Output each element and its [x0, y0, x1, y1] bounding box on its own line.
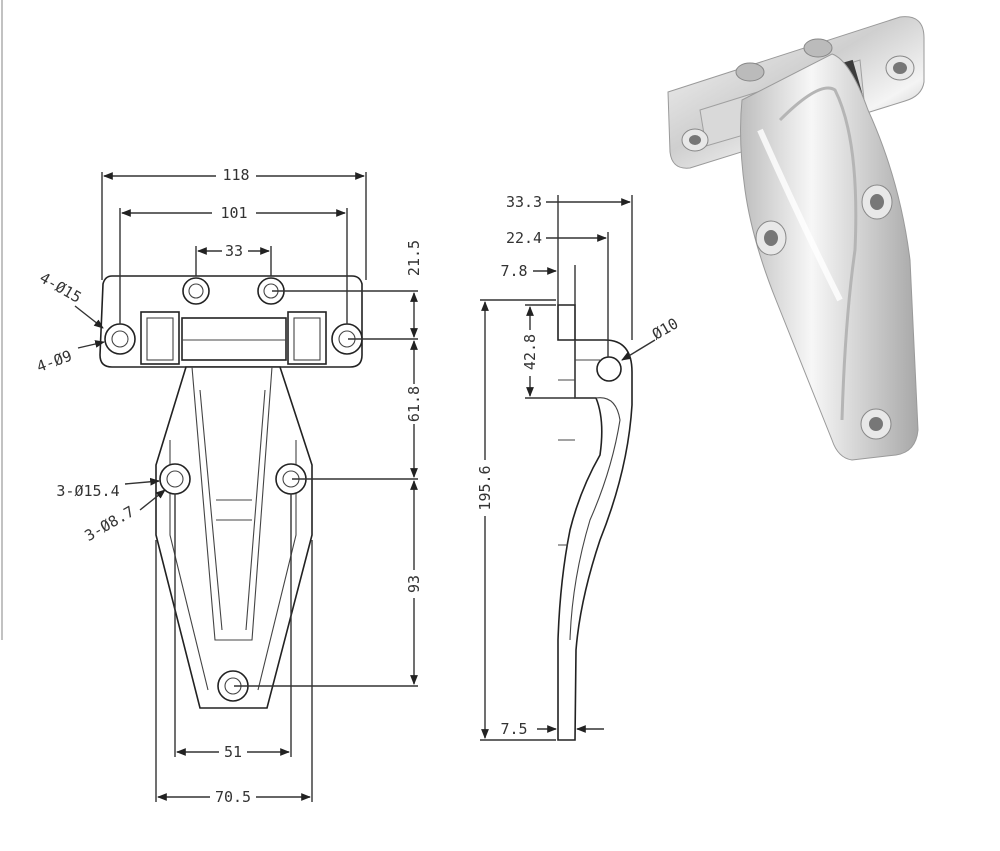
callout-pin: Ø10	[649, 314, 681, 343]
dim-hole-spacing-center: 33	[225, 242, 243, 260]
dim-overall-width: 118	[222, 166, 249, 184]
photo-hole-2	[885, 55, 915, 81]
side-view: 33.3 22.4 7.8 42.8 195.6 7.5 Ø10	[476, 193, 681, 741]
callout-mid-hole: 3-Ø8.7	[82, 502, 138, 545]
callout-mid-counterbore: 3-Ø15.4	[56, 482, 119, 500]
photo-knuckle-hole-1	[735, 62, 765, 82]
photo-knuckle-hole-2	[803, 38, 833, 58]
hinge-photo	[667, 16, 925, 461]
hole-mid-left	[159, 463, 191, 495]
photo-hole-1	[681, 128, 709, 152]
dim-middle-to-bottom: 93	[405, 575, 423, 593]
dim-upper-to-middle: 61.8	[405, 386, 423, 422]
photo-hole-5	[860, 408, 892, 440]
callout-top-counterbore: 4-Ø15	[36, 269, 84, 307]
dim-overall-height: 195.6	[476, 465, 494, 510]
dim-plate-thickness-top: 7.8	[500, 262, 527, 280]
photo-hole-3	[755, 220, 787, 256]
dim-plate-thickness-bottom: 7.5	[500, 720, 527, 738]
dim-top-offset: 21.5	[405, 240, 423, 276]
photo-hole-4	[861, 184, 893, 220]
hole-top-center-left	[182, 277, 210, 305]
dim-total-depth: 33.3	[506, 193, 542, 211]
hole-top-left	[104, 323, 136, 355]
callout-top-hole: 4-Ø9	[34, 347, 74, 376]
dim-bottom-hole-spacing: 51	[224, 743, 242, 761]
dim-pin-height: 42.8	[521, 334, 539, 370]
dim-pin-offset: 22.4	[506, 229, 542, 247]
dim-bottom-width: 70.5	[215, 788, 251, 806]
dim-hole-spacing-outer: 101	[220, 204, 247, 222]
front-view: 118 101 33 21.5 61.8 93 51	[34, 164, 423, 806]
pin-hole	[596, 356, 622, 382]
